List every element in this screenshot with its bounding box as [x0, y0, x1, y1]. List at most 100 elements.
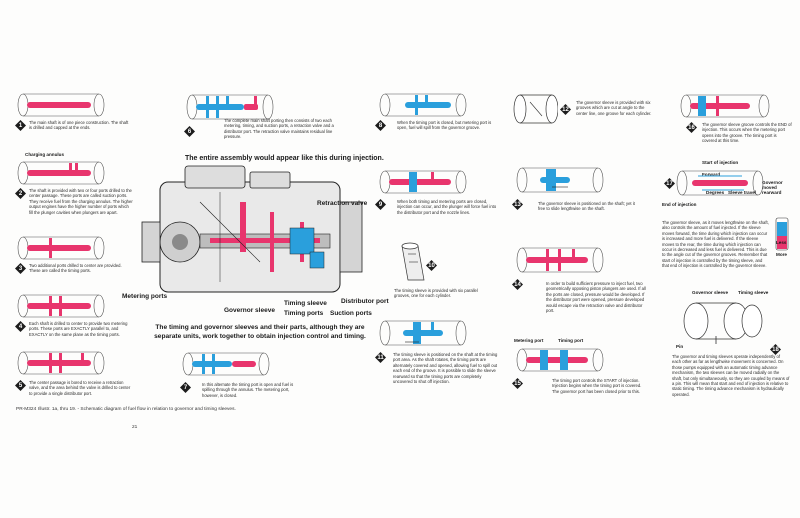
step-4: 4 Each shaft is drilled to center to pro… — [15, 293, 135, 343]
step-number-badge: 2 — [15, 188, 26, 199]
step-number-badge: 18 — [770, 344, 781, 355]
more-label: More — [776, 252, 787, 257]
step-caption: Two additional ports drilled to center a… — [29, 263, 122, 274]
fuel-quantity-gauge — [775, 217, 789, 251]
step-caption: The shaft is provided with two or four p… — [29, 188, 133, 215]
metering-ports-figure — [17, 294, 105, 318]
governor-sleeve-part-figure — [513, 94, 558, 124]
timing-port-label: Timing port — [558, 338, 584, 343]
step-17: Start of injection Forward Degrees Sleev… — [662, 160, 794, 275]
step-number-badge: 5 — [15, 380, 26, 391]
step-caption: The center passage is bored to receive a… — [29, 380, 131, 396]
sleeves-heading: The timing and governor sleeves and thei… — [154, 324, 366, 340]
step-number-badge: 10 — [426, 260, 437, 271]
injection-figure — [379, 170, 467, 194]
timing-ports-figure — [17, 236, 105, 260]
step-caption: The governor sleeve is provided with six… — [576, 100, 652, 116]
step-11: 11 The timing sleeve is positioned on th… — [375, 318, 505, 396]
suction-ports-figure — [17, 161, 105, 185]
main-shaft-figure — [17, 93, 105, 117]
step-caption: The governor and timing sleeves operate … — [672, 354, 790, 397]
step-8: 8 When the timing port is closed, but me… — [375, 92, 505, 137]
page-code: PR-M324 — [16, 407, 37, 412]
step-18: Governor sleeve Timing sleeve Pin 18 The… — [662, 290, 794, 410]
start-of-injection-label: Start of injection — [702, 160, 739, 165]
step-caption: The timing sleeve is positioned on the s… — [393, 352, 498, 385]
step-3: 3 Two additional ports drilled to center… — [15, 235, 135, 285]
main-heading: The entire assembly would appear like th… — [185, 155, 384, 162]
step-12: 12 The governor sleeve is provided with … — [512, 92, 652, 132]
step-9: 9 When both timing and metering ports ar… — [375, 168, 505, 220]
step-number-badge: 4 — [15, 321, 26, 332]
sleeves-pin-figure — [683, 302, 763, 344]
step-15: Metering port Timing port 15 The timing … — [512, 338, 652, 410]
distributor-port-label: Distributor port — [341, 298, 389, 305]
step-number-badge: 8 — [375, 120, 386, 131]
step-caption: Each shaft is drilled to center to provi… — [29, 321, 128, 337]
page-number: 21 — [132, 425, 138, 430]
step-caption: The timing port controls the START of in… — [552, 378, 642, 394]
step-caption: The governor sleeve is positioned on the… — [538, 201, 635, 212]
step-number-badge: 16 — [686, 122, 697, 133]
complete-porting-figure — [186, 94, 274, 120]
pin-label: Pin — [676, 344, 684, 349]
step-number-badge: 12 — [560, 104, 571, 115]
degrees-label: Degrees — [706, 190, 725, 195]
step-number-badge: 6 — [184, 126, 195, 137]
step-6: 6 The complete main shaft porting then c… — [184, 92, 344, 152]
step-5: 5 The center passage is bored to receive… — [15, 350, 135, 406]
sleeve-travel-figure — [676, 170, 764, 196]
sleeve-travel-label: Sleeve travel — [728, 190, 757, 195]
metering-port-label: Metering port — [514, 338, 544, 343]
step-caption: The main shaft is of one piece construct… — [29, 120, 129, 131]
start-of-injection-figure — [516, 348, 604, 372]
governor-moved-rearward-label: Governor moved rearward — [762, 180, 783, 195]
step-number-badge: 1 — [15, 120, 26, 131]
step-14: 14 In order to build sufficient pressure… — [512, 245, 652, 325]
step-number-badge: 14 — [512, 279, 523, 290]
step-number-badge: 15 — [512, 378, 523, 389]
step-caption: The governor sleeve groove controls the … — [702, 122, 792, 144]
pump-assembly-illustration — [141, 165, 363, 293]
timing-sleeve-label: Timing sleeve — [284, 300, 327, 307]
opposing-plungers-figure — [516, 247, 604, 273]
step-2: Charging annulus 2 The shaft is provided… — [15, 152, 135, 232]
step-caption: The governor sleeve, as it moves lengthw… — [662, 220, 769, 269]
metering-port-open-figure — [379, 93, 467, 117]
retraction-valve-label: Retraction valve — [317, 200, 368, 207]
step-caption: In this alternate the timing port is ope… — [202, 382, 294, 398]
step-caption: In order to build sufficient pressure to… — [546, 281, 646, 314]
step-number-badge: 7 — [180, 382, 191, 393]
end-of-injection-figure — [680, 94, 770, 118]
step-caption: When the timing port is closed, but mete… — [397, 120, 492, 131]
timing-sleeve-label-18: Timing sleeve — [738, 290, 769, 295]
step-1: 1 The main shaft is of one piece constru… — [15, 92, 135, 142]
footer-caption: Illustr. 1a, thru 19. - Schematic diagra… — [38, 407, 236, 412]
governor-sleeve-label: Governor sleeve — [224, 307, 275, 314]
timing-sleeve-position-figure — [379, 320, 467, 346]
distributor-port-figure — [17, 351, 105, 375]
timing-port-open-figure — [182, 352, 270, 376]
step-caption: The complete main shaft porting then con… — [224, 118, 334, 140]
step-caption: The timing sleeve is provided with six p… — [394, 288, 478, 299]
step-7: 7 In this alternate the timing port is o… — [180, 350, 360, 405]
step-number-badge: 11 — [375, 352, 386, 363]
less-label: Less — [776, 240, 787, 245]
step-16: 16 The governor sleeve groove controls t… — [662, 92, 792, 144]
step-caption: When both timing and metering ports are … — [397, 199, 497, 215]
suction-ports-label: Suction ports — [330, 310, 372, 317]
metering-ports-label: Metering ports — [122, 293, 168, 300]
charging-annulus-label: Charging annulus — [25, 152, 65, 157]
timing-sleeve-part-figure — [401, 242, 425, 281]
step-number-badge: 13 — [512, 199, 523, 210]
step-13: 13 The governor sleeve is positioned on … — [512, 165, 652, 225]
step-10: 10 The timing sleeve is provided with si… — [380, 240, 500, 310]
step-number-badge: 3 — [15, 263, 26, 274]
end-of-injection-label: End of injection — [662, 202, 697, 207]
governor-sleeve-label-18: Governor sleeve — [692, 290, 729, 295]
step-number-badge: 17 — [664, 178, 675, 189]
governor-sleeve-slide-figure — [516, 167, 604, 193]
step-number-badge: 9 — [375, 199, 386, 210]
forward-label: Forward — [702, 172, 721, 177]
